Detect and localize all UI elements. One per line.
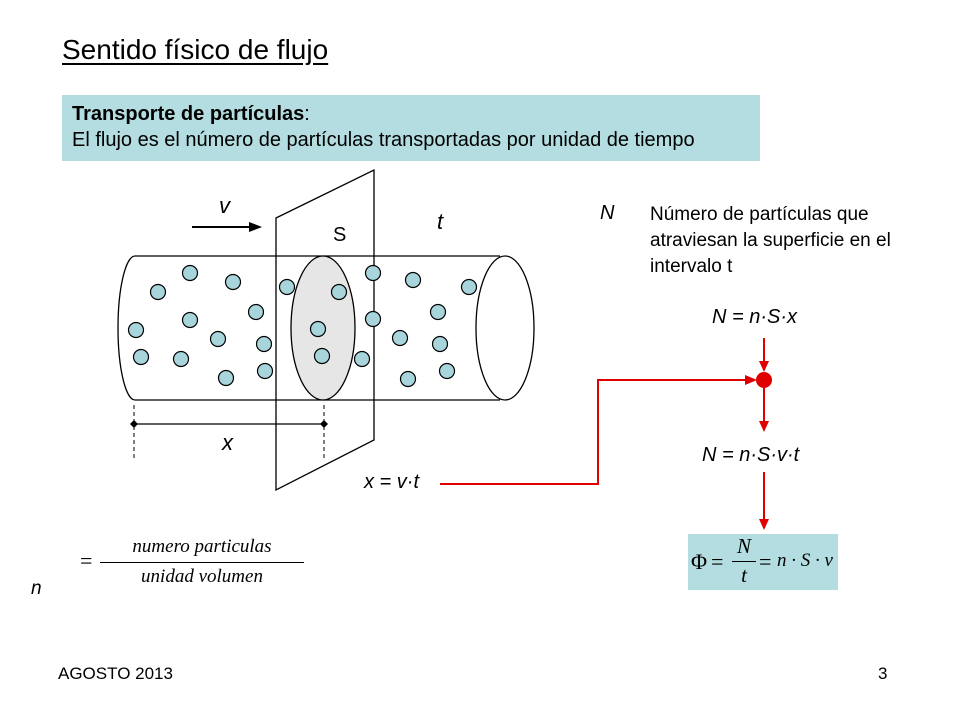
x-extent-marker-left [130,420,138,428]
particle [399,370,417,388]
length-label: x [222,430,233,455]
phi-symbol: Φ [691,549,708,574]
red-connector-x [440,379,748,485]
density-denominator: unidad volumen [141,566,263,587]
particle [313,347,331,365]
red-arrowhead-n2 [759,421,769,432]
particle [429,303,447,321]
particle [224,273,242,291]
particle [217,369,235,387]
time-label: t [437,209,444,234]
velocity-label: v [219,193,230,218]
velocity-arrowhead [249,222,262,232]
flux-numerator: N [736,534,751,558]
particle [460,278,478,296]
flux-formula-box: Φ = N t = n · S · v [688,534,838,590]
particle [209,330,227,348]
definition-text: Transporte de partículas: El flujo es el … [72,101,748,153]
red-arrowhead-n1 [759,361,769,372]
particle [404,271,422,289]
flux-equals-2: = [759,549,772,574]
particle [132,348,150,366]
particle [181,264,199,282]
particle [330,283,348,301]
particle [364,310,382,328]
footer-date: AGOSTO 2013 [58,664,173,683]
equation-n-svt: N = n·S·v·t [702,444,800,466]
particles [127,264,478,388]
equation-n-sx: N = n·S·x [712,306,798,328]
density-symbol: n [31,578,42,599]
red-merge-dot [756,372,772,388]
particle [255,335,273,353]
x-extent-marker-right [320,420,328,428]
page-number: 3 [878,664,888,683]
particle [309,320,327,338]
density-numerator: numero particulas [132,536,272,557]
equals-sign: = [80,548,93,573]
red-arrowhead-phi [759,519,769,530]
particle [431,335,449,353]
flux-rhs: n · S · v [777,550,833,571]
particle [278,278,296,296]
cylinder-right-end [475,255,535,401]
particle [172,350,190,368]
particle [127,321,145,339]
cutting-plane [275,168,375,492]
surface-label: S [333,224,347,246]
particle [149,283,167,301]
flux-equals-1: = [711,549,724,574]
density-fraction-bar [100,562,304,563]
definition-heading: Transporte de partículas [72,103,305,125]
n-symbol: N [600,202,615,224]
definition-box [62,95,760,161]
particle [364,264,382,282]
particle [181,311,199,329]
relation-x: x = v·t [364,471,420,493]
particle [353,350,371,368]
definition-body: El flujo es el número de partículas tran… [72,129,695,151]
flux-denominator: t [741,563,747,587]
particle [438,362,456,380]
flux-fraction-bar [732,561,756,562]
slide-title: Sentido físico de flujo [62,34,329,65]
particle [247,303,265,321]
cylinder-left-end [117,255,136,401]
particle [391,329,409,347]
n-description: Número de partículas que atraviesan la s… [650,204,891,277]
particle [256,362,274,380]
definition-heading-colon: : [304,103,310,125]
red-arrowhead-merge [745,375,757,385]
